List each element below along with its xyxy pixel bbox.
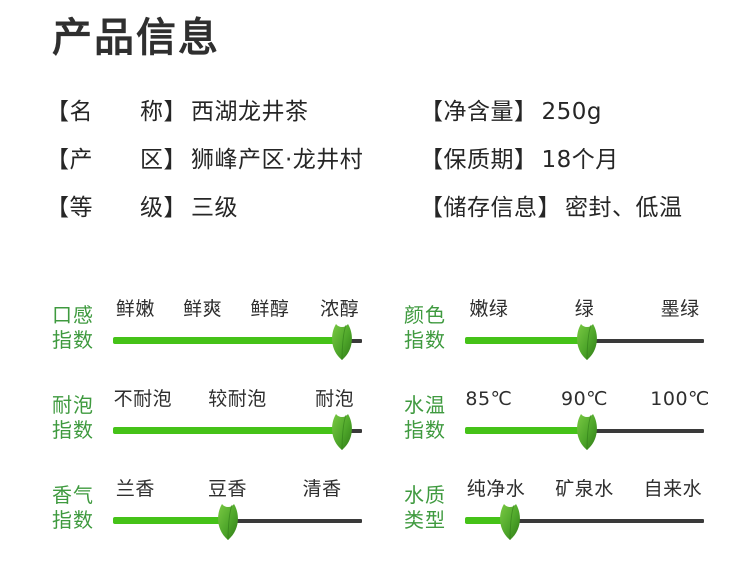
slider-body[interactable]: 兰香 豆香 清香 <box>113 476 362 541</box>
info-key: 【名 称】 <box>46 99 187 125</box>
info-key: 【净含量】 <box>420 99 538 125</box>
slider-tick-label: 绿 <box>574 298 595 320</box>
slider-tick-label: 矿泉水 <box>555 478 614 500</box>
slider-tick-label: 鲜嫩 <box>115 298 155 320</box>
leaf-handle-icon[interactable] <box>497 503 523 541</box>
info-key: 【产 区】 <box>46 147 187 173</box>
slider-tick-label: 纯净水 <box>466 478 526 500</box>
leaf-handle-icon[interactable] <box>574 413 600 451</box>
slider-label: 口感 指数 <box>52 303 94 352</box>
slider-label: 水温 指数 <box>404 393 446 442</box>
slider-tick-labels: 85℃ 90℃ 100℃ <box>465 386 709 416</box>
leaf-handle-icon[interactable] <box>329 413 355 451</box>
slider-tick-label: 清香 <box>302 478 342 500</box>
slider-tick-labels: 鲜嫩 鲜爽 鲜醇 浓醇 <box>113 296 362 326</box>
info-cell-grade: 【等 级】 三级 <box>46 197 420 220</box>
info-cell-net-weight: 【净含量】 250g <box>420 101 736 124</box>
slider-tick-label: 85℃ <box>465 388 513 410</box>
info-value: 三级 <box>191 195 238 221</box>
slider-tick-label: 鲜醇 <box>250 298 290 320</box>
slider-label: 水质 类型 <box>404 483 446 532</box>
info-value: 密封、低温 <box>565 195 683 221</box>
slider-track[interactable] <box>113 504 362 541</box>
info-value: 250g <box>541 99 602 125</box>
slider-body[interactable]: 鲜嫩 鲜爽 鲜醇 浓醇 <box>113 296 362 361</box>
slider-body[interactable]: 嫩绿 绿 墨绿 <box>465 296 704 361</box>
slider-track-filled <box>465 427 587 434</box>
slider-tick-label: 90℃ <box>560 388 609 410</box>
slider-track-filled <box>465 337 587 344</box>
slider-body[interactable]: 不耐泡 较耐泡 耐泡 <box>113 386 362 451</box>
page-title: 产品信息 <box>52 15 220 61</box>
info-cell-name: 【名 称】 西湖龙井茶 <box>46 101 420 124</box>
info-row: 【名 称】 西湖龙井茶 【净含量】 250g <box>46 101 736 149</box>
info-value: 狮峰产区·龙井村 <box>191 147 364 173</box>
slider-label: 颜色 指数 <box>404 303 446 352</box>
slider-tick-labels: 兰香 豆香 清香 <box>113 476 362 506</box>
slider-body[interactable]: 85℃ 90℃ 100℃ <box>465 386 709 451</box>
info-cell-storage: 【储存信息】 密封、低温 <box>420 197 736 220</box>
slider-tick-label: 自来水 <box>643 478 703 500</box>
slider-tick-labels: 嫩绿 绿 墨绿 <box>465 296 704 326</box>
index-sliders: 口感 指数 鲜嫩鲜爽鲜醇浓醇 颜色 指数 嫩绿绿墨绿 耐泡 指数 不耐泡较耐泡耐… <box>0 296 750 566</box>
slider-tick-label: 100℃ <box>650 388 710 410</box>
slider-body[interactable]: 纯净水 矿泉水 自来水 <box>465 476 704 541</box>
slider-tick-label: 嫩绿 <box>469 298 509 320</box>
slider-track[interactable] <box>465 414 704 451</box>
slider-tick-label: 不耐泡 <box>113 388 173 410</box>
product-info-table: 【名 称】 西湖龙井茶 【净含量】 250g 【产 区】 狮峰产区·龙井村 【保… <box>46 101 736 245</box>
info-key: 【等 级】 <box>46 195 187 221</box>
slider-row: 口感 指数 鲜嫩 鲜爽 鲜醇 浓醇 颜色 指数 嫩绿 绿 墨绿 <box>0 296 750 386</box>
slider-track-filled <box>113 517 228 524</box>
slider-row: 耐泡 指数 不耐泡 较耐泡 耐泡 水温 指数 85℃ 90℃ 100℃ <box>0 386 750 476</box>
info-key: 【保质期】 <box>420 147 538 173</box>
slider-tick-labels: 纯净水 矿泉水 自来水 <box>465 476 704 506</box>
slider-track-filled <box>113 427 343 434</box>
info-row: 【等 级】 三级 【储存信息】 密封、低温 <box>46 197 736 245</box>
slider-label: 耐泡 指数 <box>52 393 94 442</box>
info-value: 西湖龙井茶 <box>191 99 309 125</box>
slider-tick-label: 墨绿 <box>660 298 700 320</box>
slider-track[interactable] <box>113 324 362 361</box>
info-row: 【产 区】 狮峰产区·龙井村 【保质期】 18个月 <box>46 149 736 197</box>
info-value: 18个月 <box>541 147 619 173</box>
slider-tick-label: 耐泡 <box>315 388 355 410</box>
slider-tick-label: 豆香 <box>208 478 248 500</box>
slider-tick-label: 兰香 <box>115 478 155 500</box>
slider-label: 香气 指数 <box>52 483 94 532</box>
slider-tick-labels: 不耐泡 较耐泡 耐泡 <box>113 386 362 416</box>
leaf-handle-icon[interactable] <box>574 323 600 361</box>
slider-tick-label: 鲜爽 <box>183 298 223 320</box>
slider-track-filled <box>465 517 511 524</box>
slider-track-remaining <box>113 519 362 523</box>
leaf-handle-icon[interactable] <box>329 323 355 361</box>
slider-track[interactable] <box>113 414 362 451</box>
slider-tick-label: 较耐泡 <box>208 388 267 410</box>
slider-tick-label: 浓醇 <box>320 298 360 320</box>
info-cell-shelf-life: 【保质期】 18个月 <box>420 149 736 172</box>
info-cell-origin: 【产 区】 狮峰产区·龙井村 <box>46 149 420 172</box>
leaf-handle-icon[interactable] <box>215 503 241 541</box>
slider-track-filled <box>113 337 343 344</box>
slider-track[interactable] <box>465 324 704 361</box>
slider-row: 香气 指数 兰香 豆香 清香 水质 类型 纯净水 矿泉水 自来水 <box>0 476 750 566</box>
info-key: 【储存信息】 <box>420 195 561 221</box>
slider-track-remaining <box>465 519 704 523</box>
slider-track[interactable] <box>465 504 704 541</box>
